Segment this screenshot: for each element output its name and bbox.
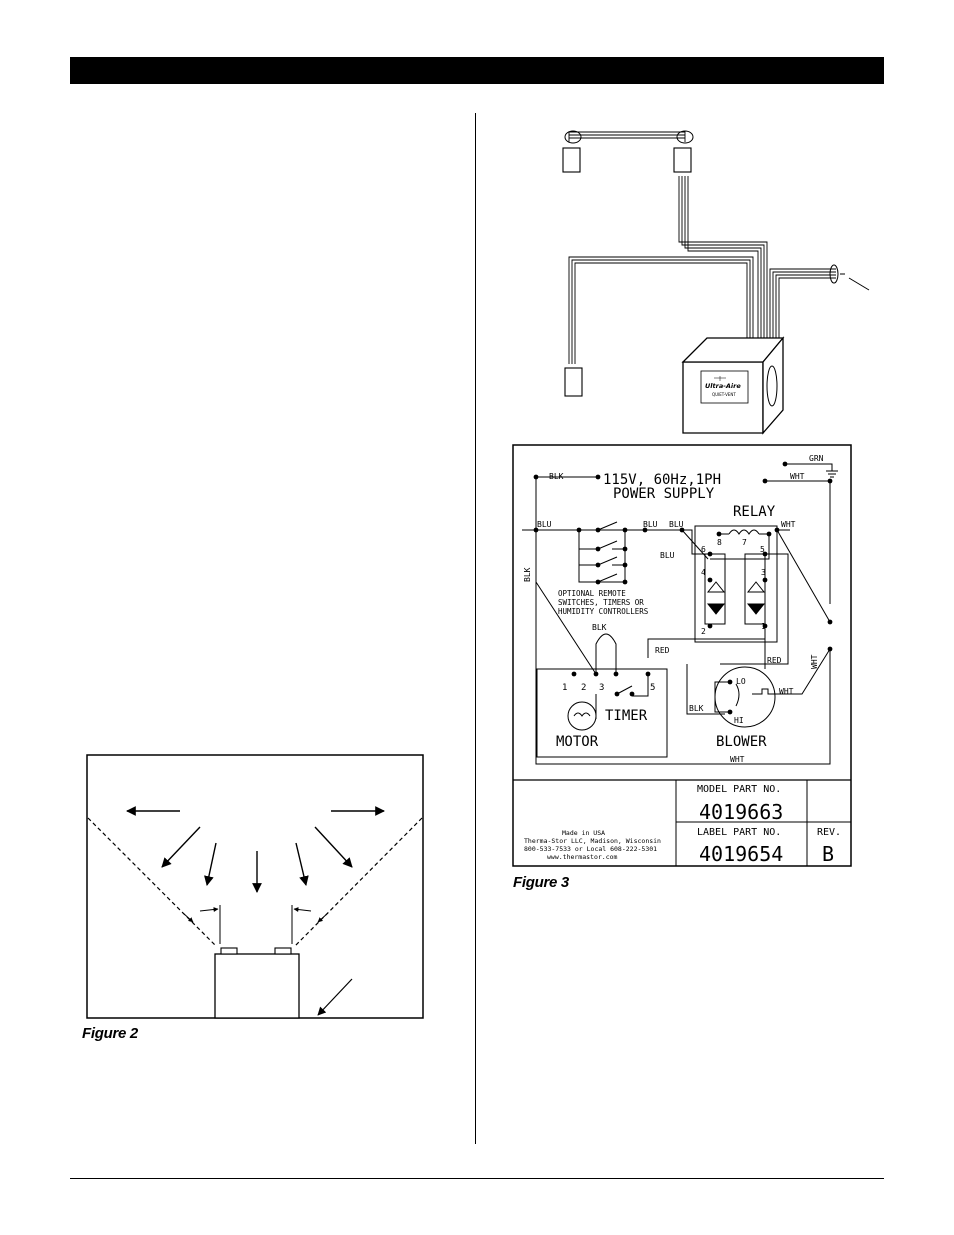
figure-2-caption: Figure 2	[82, 1025, 138, 1042]
wire-label: WHT	[781, 520, 796, 529]
cable-clamp	[564, 130, 582, 144]
power-line-1: 115V, 60Hz,1PH	[603, 472, 721, 488]
terminal-label: 8	[717, 538, 722, 547]
timer-label: TIMER	[605, 708, 648, 724]
label-part-label: LABEL PART NO.	[697, 827, 781, 838]
wire-label: WHT	[790, 472, 805, 481]
rev-value: B	[822, 842, 834, 866]
wall-sensor-left	[562, 147, 581, 173]
maker-line: Made in USA	[562, 829, 605, 837]
wire-label: RED	[767, 656, 782, 665]
cable-clamp	[829, 264, 839, 284]
optional-note-line: SWITCHES, TIMERS OR	[558, 598, 644, 607]
terminal-label: 3	[761, 568, 766, 577]
maker-line: 800-533-7533 or Local 608-222-5301	[524, 845, 657, 853]
airflow-arrow	[295, 842, 309, 886]
wire-label: BLU	[537, 520, 552, 529]
brand-label: Ultra-Aire	[705, 382, 741, 390]
wire-label: BLU	[643, 520, 658, 529]
wire-label: GRN	[809, 454, 824, 463]
blower-label: BLOWER	[716, 734, 767, 750]
optional-note-line: OPTIONAL REMOTE	[558, 589, 626, 598]
wire-label: BLK	[523, 567, 532, 582]
model-part-label: MODEL PART NO.	[697, 784, 781, 795]
motor-label: MOTOR	[556, 734, 599, 750]
ventilator-port	[766, 365, 778, 407]
wire-label: BLK	[592, 623, 607, 632]
terminal-label: 3	[599, 683, 604, 693]
wire-label: WHT	[730, 755, 745, 764]
terminal-label: 1	[562, 683, 567, 693]
wire-label: HI	[734, 716, 744, 725]
figure-2-airflow-diagram	[86, 754, 424, 1019]
wire-label: BLK	[549, 472, 564, 481]
terminal-label: 7	[742, 538, 747, 547]
cable-clamp	[676, 130, 694, 144]
wire-label: RED	[655, 646, 670, 655]
airflow-arrow	[161, 826, 201, 868]
terminal-label: 6	[701, 545, 706, 554]
footer-rule	[70, 1178, 884, 1179]
figure-3-caption: Figure 3	[513, 874, 569, 891]
schematic-frame	[512, 444, 852, 867]
wire-label: BLU	[660, 551, 675, 560]
terminal-label: 2	[581, 683, 586, 693]
pointer-line	[848, 277, 870, 291]
column-divider	[475, 113, 476, 1144]
terminal-label: 5	[760, 545, 765, 554]
ventilator-side	[762, 336, 784, 435]
terminal-label: 5	[650, 683, 655, 693]
label-part-value: 4019654	[699, 842, 783, 866]
maker-line: Therma-Stor LLC, Madison, Wisconsin	[524, 837, 661, 845]
unit-collar-left	[220, 947, 238, 955]
pointer-arrow	[317, 978, 353, 1016]
airflow-arrow	[314, 826, 353, 868]
figure-3-wiring-schematic: 115V, 60Hz,1PH POWER SUPPLY BLK GRN WHT …	[512, 444, 852, 867]
relay-label: RELAY	[733, 504, 776, 520]
unit-box	[214, 953, 300, 1019]
wall-sensor-right	[673, 147, 692, 173]
power-line-2: POWER SUPPLY	[613, 486, 715, 502]
clearance-arrow-left	[199, 907, 219, 912]
figure-3-wiring-sketch: Ultra-Aire QUIET-VENT	[562, 130, 870, 435]
ventilator-label-plate	[700, 370, 749, 404]
wire-label: LO	[736, 677, 746, 686]
terminal-label: 4	[701, 568, 706, 577]
wire-label: BLU	[669, 520, 684, 529]
wire-label: WHT	[810, 654, 819, 669]
rev-label: REV.	[817, 827, 841, 838]
header-bar	[70, 57, 884, 84]
maker-line: www.thermastor.com	[547, 853, 618, 861]
unit-collar-right	[274, 947, 292, 955]
optional-note-line: HUMIDITY CONTROLLERS	[558, 607, 649, 616]
airflow-arrow	[204, 842, 217, 886]
airflow-boundary-right	[294, 817, 423, 947]
terminal-label: 1	[761, 622, 766, 631]
clearance-arrow-right	[317, 912, 329, 923]
model-label: QUIET-VENT	[712, 392, 736, 397]
model-part-value: 4019663	[699, 800, 783, 824]
clearance-arrow-right	[293, 907, 312, 913]
terminal-label: 2	[701, 627, 706, 636]
airflow-boundary-left	[87, 817, 217, 947]
clearance-arrow-left	[182, 912, 194, 923]
wire-label: BLK	[689, 704, 704, 713]
wall-sensor-bottom	[564, 367, 583, 397]
wire-label: WHT	[779, 687, 794, 696]
